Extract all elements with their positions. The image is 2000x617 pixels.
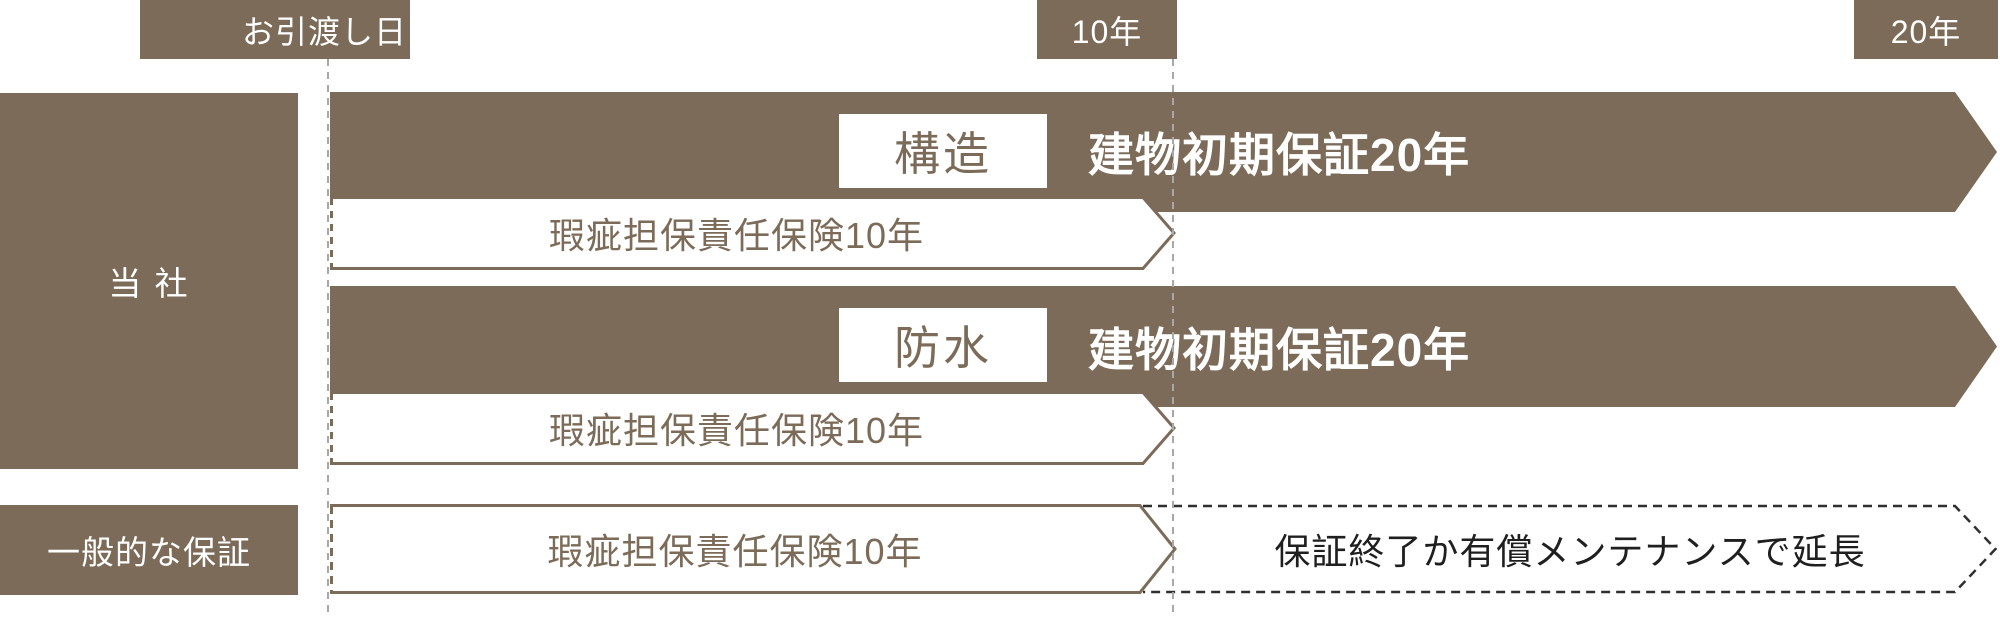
timeline-label-20-years: 20年 bbox=[1854, 0, 1998, 59]
timeline-label-10-years: 10年 bbox=[1037, 0, 1177, 59]
timeline-label-delivery-date-text: お引渡し日 bbox=[241, 13, 407, 50]
waterproof-insurance-label: 瑕疵担保責任保険10年 bbox=[548, 410, 925, 451]
gridline-10-years bbox=[1172, 59, 1174, 615]
structure-insurance-arrow-bar bbox=[330, 196, 1176, 270]
waterproof-initial-warranty-bar bbox=[330, 286, 1997, 407]
timeline-label-delivery-date: お引渡し日 bbox=[140, 0, 410, 59]
extension-dashed-arrow-bar bbox=[1143, 504, 1997, 594]
waterproof-tag-text: 防水 bbox=[894, 322, 992, 374]
row-header-general-warranty: 一般的な保証 bbox=[0, 505, 298, 595]
timeline-label-10-years-text: 10年 bbox=[1071, 13, 1143, 50]
structure-warranty-label: 建物初期保証20年 bbox=[1088, 129, 1471, 181]
gridline-delivery-date bbox=[327, 59, 329, 615]
row-header-our-company: 当 社 bbox=[0, 93, 298, 469]
general-insurance-label: 瑕疵担保責任保険10年 bbox=[547, 531, 923, 572]
general-insurance-arrow-bar bbox=[330, 504, 1177, 594]
waterproof-insurance-arrow-bar bbox=[330, 391, 1176, 465]
timeline-label-20-years-text: 20年 bbox=[1890, 13, 1962, 50]
waterproof-warranty-label: 建物初期保証20年 bbox=[1088, 324, 1471, 376]
extension-label: 保証終了か有償メンテナンスで延長 bbox=[1274, 531, 1866, 572]
structure-insurance-label: 瑕疵担保責任保険10年 bbox=[548, 215, 925, 256]
structure-tag-text: 構造 bbox=[894, 128, 992, 180]
structure-tag-box: 構造 bbox=[839, 114, 1047, 188]
row-header-our-company-text: 当 社 bbox=[108, 265, 190, 302]
waterproof-tag-box: 防水 bbox=[839, 308, 1047, 382]
row-header-general-warranty-text: 一般的な保証 bbox=[47, 534, 251, 571]
structure-initial-warranty-bar bbox=[330, 92, 1997, 212]
